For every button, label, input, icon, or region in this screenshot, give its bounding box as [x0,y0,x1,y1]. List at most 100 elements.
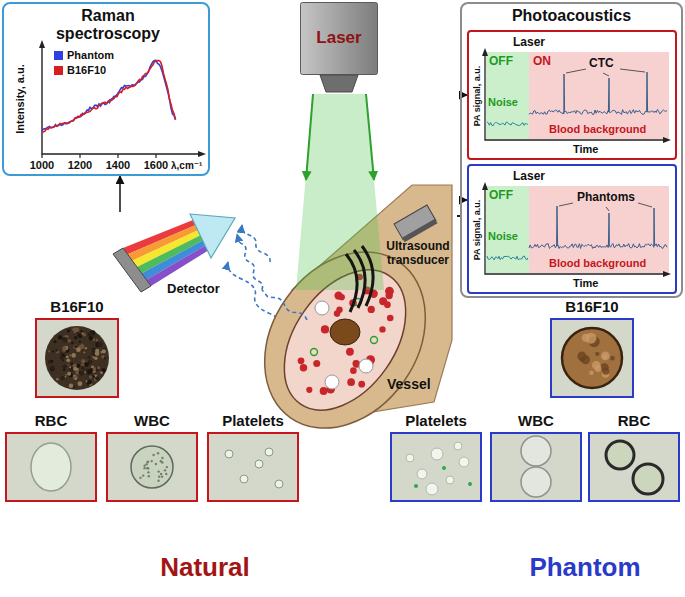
cell-body [131,446,173,488]
text-holder: Blood background [549,257,646,270]
legend-text: B16F10 [67,64,106,77]
node-label: Photoacoustics [512,7,631,25]
text-holder: Vessel [387,376,431,392]
leukocyte-dot [315,301,329,315]
erythrocyte-dot [386,292,393,299]
cell-image-box: Platelets [390,432,482,502]
cell-granule [83,333,87,337]
text-holder: Intensity, a.u. [14,64,27,133]
node-label: Raman spectroscopy [41,7,175,44]
node-illustration [492,434,584,504]
tumor-cell [330,319,360,345]
text-holder: ON [533,54,551,69]
erythrocyte-dot [346,348,354,356]
optics-prism [190,214,235,258]
cell-body [45,326,109,390]
cell-image-box: B16F10 [35,318,119,398]
cell-granule [165,473,167,475]
cell-granule [589,370,594,375]
leader-line [603,73,609,76]
cell-granule [81,359,85,363]
node-text: λ,cm⁻¹ [171,160,202,172]
erythrocyte-dot [352,360,359,367]
cell-granule [81,366,85,370]
cell-granule [146,461,148,463]
cell-granule [65,374,67,376]
cell-granule [56,350,58,352]
node-text: OFF [489,55,513,69]
cell-granule [93,357,95,359]
spectrum-band [142,240,207,280]
cell-granule [95,376,99,380]
wall-stripe [354,250,365,308]
node-label: Laser [513,170,545,184]
cell-granule [60,355,64,359]
cell-body [521,436,551,466]
cell-granule [152,454,154,456]
cell-granule [63,368,66,371]
text-holder: B16F10 [540,298,644,315]
erythrocyte-dot [350,367,357,374]
node-label: RBC [35,412,68,429]
cell-granule [84,371,87,374]
tick-mark [117,154,118,158]
cell-granule [62,348,66,352]
text-holder: Time [573,277,598,290]
connector-arrow [306,94,313,180]
text-holder: Photoacoustics [462,7,681,25]
text-holder: 1600 [141,159,171,172]
cell-granule [65,335,67,337]
cell-granule [143,467,145,469]
wall-stripe [362,246,373,306]
node-illustration [590,434,682,504]
spectrometer-node: Detector [105,212,237,298]
legend-text: Phantom [67,49,114,62]
cell-granule [147,467,149,469]
node-label: Laser [316,28,361,48]
cell-body [606,441,634,469]
cell-granule [147,471,149,473]
cell-body [431,448,443,460]
cell-granule [146,467,148,469]
erythrocyte-dot [336,306,342,312]
signal-trace [529,206,667,248]
node-label: Detector [167,282,220,297]
cell-image-box: RBC [5,432,97,502]
cell-granule [74,345,77,348]
pa-panel: PhotoacousticsLaserOFFONCTCNoiseBlood ba… [460,2,683,298]
cell-granule [595,352,599,356]
tick-mark [41,154,42,158]
on-region [529,186,669,273]
node-illustration [392,434,484,504]
cell-granule [67,372,71,376]
text-holder: Platelets [380,412,492,429]
node-label: RBC [618,412,651,429]
node-illustration [552,320,636,400]
cell-granule [48,360,52,364]
leader-line [620,69,645,72]
cell-granule [50,366,55,371]
node-text: Time [573,277,598,290]
cell-granule [83,352,85,354]
signal-trace [529,72,667,114]
signal-chart: LaserOFFPhantomsNoiseBlood backgroundPA … [467,164,677,294]
baseline-trace [487,256,528,260]
text-holder: Noise [488,230,518,243]
cell-granule [66,358,70,362]
text-holder: OFF [489,54,513,69]
text-holder: 1400 [103,159,133,172]
node-text: 1000 [30,159,54,172]
leader-line [559,203,573,206]
erythrocyte-dot [368,306,375,313]
cell-granule [68,364,70,366]
cell-body [240,475,248,483]
cell-granule [69,354,71,356]
node-text: Blood background [549,257,646,270]
cell-granule [93,356,95,358]
text-holder: Raman spectroscopy [41,7,175,44]
node-illustration [300,2,378,94]
cell-body [454,442,462,450]
erythrocyte-dot [313,360,320,367]
cell-granule [95,349,99,353]
